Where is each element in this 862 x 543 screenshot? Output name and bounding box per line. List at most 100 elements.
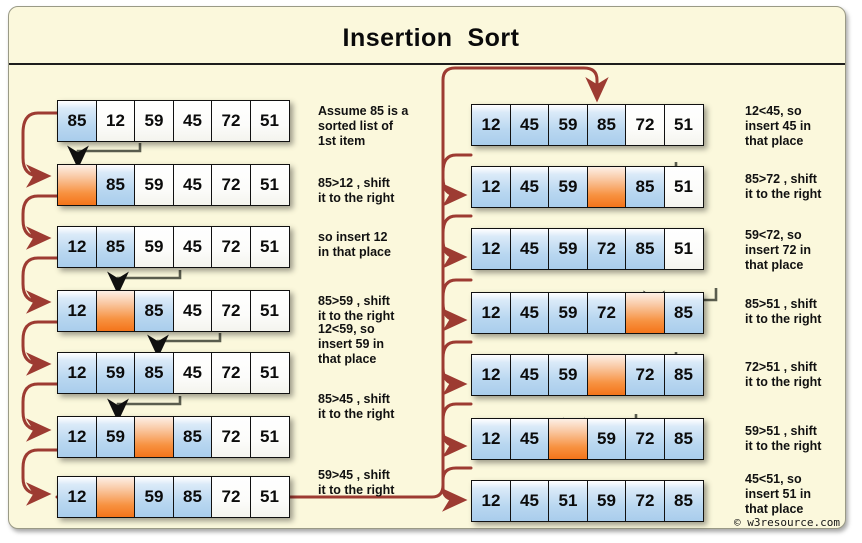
array-cell[interactable]: 45 (509, 418, 550, 460)
array-cell[interactable]: 59 (548, 292, 588, 334)
array-cell[interactable]: 72 (211, 476, 251, 518)
array-cells: 12 45 59 85 51 (471, 166, 704, 208)
array-cell[interactable]: 59 (95, 352, 136, 394)
array-cell[interactable]: 85 (172, 416, 213, 458)
array-cell[interactable]: 59 (586, 418, 627, 460)
row-note: 85>51 , shift it to the right (745, 297, 822, 326)
array-cell[interactable]: 51 (249, 476, 290, 518)
copyright-notice: © w3resource.com (734, 516, 840, 529)
array-cell[interactable]: 51 (663, 104, 704, 146)
array-cell[interactable]: 12 (57, 416, 97, 458)
array-cell[interactable]: 12 (471, 354, 511, 396)
array-cells: 12 45 59 72 85 51 (471, 228, 704, 270)
array-cell[interactable]: 51 (249, 352, 290, 394)
array-cell[interactable]: 72 (211, 290, 251, 332)
array-cell[interactable]: 45 (172, 226, 213, 268)
array-cell[interactable]: 85 (663, 354, 704, 396)
array-cells: 12 45 59 72 85 (471, 418, 704, 460)
array-cells: 85 12 59 45 72 51 (57, 100, 290, 142)
array-cell-gap[interactable] (586, 354, 627, 396)
array-cell[interactable]: 59 (548, 166, 588, 208)
array-cell[interactable]: 72 (211, 226, 251, 268)
page-title: Insertion Sort (342, 24, 520, 52)
array-cell[interactable]: 85 (134, 290, 174, 332)
array-cell[interactable]: 72 (211, 416, 251, 458)
array-cell[interactable]: 85 (625, 228, 665, 270)
array-cell[interactable]: 59 (134, 100, 174, 142)
array-cells: 12 59 85 45 72 51 (57, 352, 290, 394)
array-cell[interactable]: 45 (172, 164, 213, 206)
array-cell[interactable]: 59 (548, 354, 588, 396)
array-cell[interactable]: 85 (663, 418, 704, 460)
array-cell[interactable]: 59 (134, 164, 174, 206)
array-cell[interactable]: 85 (625, 166, 665, 208)
array-cell[interactable]: 12 (95, 100, 136, 142)
array-cell[interactable]: 45 (509, 104, 550, 146)
array-cell[interactable]: 72 (211, 352, 251, 394)
array-cell[interactable]: 72 (625, 354, 665, 396)
array-cell[interactable]: 72 (625, 104, 665, 146)
array-cell[interactable]: 59 (95, 416, 136, 458)
array-cell[interactable]: 12 (471, 292, 511, 334)
array-cell[interactable]: 85 (95, 226, 136, 268)
array-cell[interactable]: 45 (509, 228, 550, 270)
array-cell-gap[interactable] (57, 164, 97, 206)
array-cell[interactable]: 12 (471, 418, 511, 460)
array-cell[interactable]: 72 (625, 418, 665, 460)
array-cell[interactable]: 72 (211, 164, 251, 206)
array-cell[interactable]: 51 (249, 226, 290, 268)
array-cell[interactable]: 51 (249, 164, 290, 206)
array-cell[interactable]: 51 (663, 166, 704, 208)
array-cell[interactable]: 59 (548, 228, 588, 270)
array-cell[interactable]: 12 (57, 226, 97, 268)
array-cell[interactable]: 51 (249, 100, 290, 142)
array-cell[interactable]: 85 (586, 104, 627, 146)
array-cell[interactable]: 72 (586, 292, 627, 334)
row-note: Assume 85 is a sorted list of 1st item (318, 104, 409, 148)
array-cell[interactable]: 85 (172, 476, 213, 518)
array-cell[interactable]: 59 (134, 476, 174, 518)
array-cell[interactable]: 72 (211, 100, 251, 142)
array-cell[interactable]: 45 (509, 292, 550, 334)
array-cell[interactable]: 45 (509, 166, 550, 208)
array-cell[interactable]: 12 (57, 290, 97, 332)
array-cell-gap[interactable] (548, 418, 588, 460)
array-cell[interactable]: 85 (57, 100, 97, 142)
array-cell[interactable]: 12 (471, 228, 511, 270)
array-cell[interactable]: 59 (548, 104, 588, 146)
row-note: 12<45, so insert 45 in that place (745, 104, 811, 148)
array-cell[interactable]: 45 (509, 480, 550, 522)
array-cell-gap[interactable] (134, 416, 174, 458)
array-cell[interactable]: 85 (95, 164, 136, 206)
array-cell[interactable]: 12 (471, 480, 511, 522)
array-cell[interactable]: 45 (509, 354, 550, 396)
array-cell[interactable]: 72 (625, 480, 665, 522)
array-cell-gap[interactable] (625, 292, 665, 334)
array-cell[interactable]: 45 (172, 290, 213, 332)
array-cells: 12 85 59 45 72 51 (57, 226, 290, 268)
array-cell[interactable]: 59 (586, 480, 627, 522)
array-cell[interactable]: 51 (548, 480, 588, 522)
array-cells: 12 45 59 72 85 (471, 292, 704, 334)
array-cell[interactable]: 51 (249, 416, 290, 458)
array-cell[interactable]: 51 (249, 290, 290, 332)
row-note: 85>72 , shift it to the right (745, 172, 822, 201)
array-cell[interactable]: 85 (134, 352, 174, 394)
array-cell[interactable]: 12 (57, 476, 97, 518)
array-cell[interactable]: 72 (586, 228, 627, 270)
row-note: 59>51 , shift it to the right (745, 424, 822, 453)
array-cells: 12 45 59 85 72 51 (471, 104, 704, 146)
row-note: 85>59 , shift it to the right (318, 294, 395, 323)
array-cell[interactable]: 59 (134, 226, 174, 268)
array-cell[interactable]: 45 (172, 100, 213, 142)
array-cell-gap[interactable] (95, 476, 136, 518)
array-cell[interactable]: 12 (57, 352, 97, 394)
array-cell[interactable]: 51 (663, 228, 704, 270)
array-cell-gap[interactable] (586, 166, 627, 208)
array-cell[interactable]: 12 (471, 166, 511, 208)
array-cell[interactable]: 45 (172, 352, 213, 394)
array-cell[interactable]: 85 (663, 292, 704, 334)
array-cell-gap[interactable] (95, 290, 136, 332)
array-cell[interactable]: 12 (471, 104, 511, 146)
array-cell[interactable]: 85 (663, 480, 704, 522)
